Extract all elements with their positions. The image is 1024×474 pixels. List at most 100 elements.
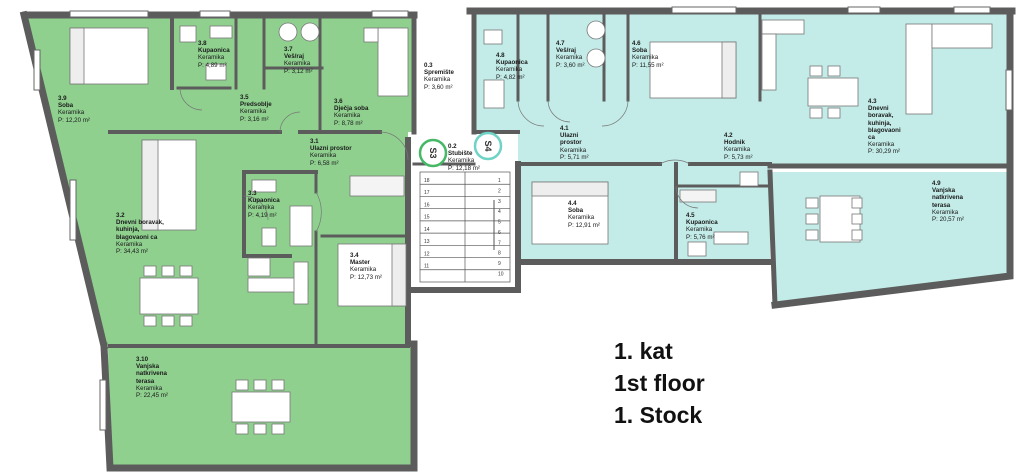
room-number: 4.1 (560, 125, 569, 132)
room-area: P: 4,89 m² (198, 61, 227, 69)
room-area: P: 11,55 m² (632, 61, 664, 69)
room-area: P: 22,45 m² (136, 392, 168, 400)
room-area: P: 20,57 m² (932, 216, 964, 224)
room-name: Vanjska natkrivena terasa (932, 187, 963, 209)
stair-step-number: 13 (424, 239, 430, 245)
room-area: P: 3,60 m² (424, 83, 453, 91)
stair-step-number: 11 (424, 264, 429, 270)
room-name: Ulazni prostor (310, 145, 352, 153)
stair-step-number: 4 (498, 209, 501, 215)
door-swings (179, 87, 699, 233)
furniture (69, 19, 993, 435)
room-area: P: 5,73 m² (724, 153, 753, 161)
room-number: 3.1 (310, 138, 319, 145)
room-name: Hodnik (724, 139, 745, 147)
room-material: Keramika (868, 141, 895, 149)
room-material: Keramika (556, 54, 583, 62)
room-name: Ulazni prostor (560, 132, 582, 147)
room-name: Dnevni boravak, kuhinja, blagovaoni ca (868, 105, 901, 142)
room-area: P: 3,16 m² (240, 115, 269, 123)
stair-marker-s4: S4 (473, 131, 503, 161)
room-name: Dječja soba (334, 105, 369, 113)
common-area-fill (414, 16, 518, 290)
stair-step-number: 18 (424, 178, 430, 184)
room-number: 4.4 (568, 200, 577, 207)
room-area: P: 4,82 m² (496, 73, 525, 81)
room-name: Predsoblje (240, 101, 272, 109)
stair-step-number: 3 (498, 199, 501, 205)
stair-step-number: 6 (498, 230, 501, 236)
stair-step-number: 10 (498, 272, 504, 278)
stair-marker-s4-label: S4 (483, 140, 493, 151)
room-area: P: 12,73 m² (350, 273, 382, 281)
room-material: Keramika (724, 146, 751, 154)
stair-step-number: 8 (498, 251, 501, 257)
stair-step-number: 2 (498, 188, 501, 194)
room-number: 4.5 (686, 212, 695, 219)
room-area: P: 4,19 m² (248, 211, 277, 219)
room-material: Keramika (334, 112, 361, 120)
room-number: 3.2 (116, 212, 125, 219)
room-number: 3.10 (136, 356, 149, 363)
room-material: Keramika (686, 226, 713, 234)
stair-marker-s3-label: S3 (428, 147, 438, 158)
stair-step-number: 15 (424, 215, 430, 221)
stair-marker-s3: S3 (418, 138, 448, 168)
room-number: 4.6 (632, 40, 641, 47)
green-unit-fill (26, 16, 414, 468)
stair-step-number: 17 (424, 190, 430, 196)
stair-step-number: 7 (498, 240, 501, 246)
room-area: P: 34,43 m² (116, 248, 148, 256)
stair-step-number: 16 (424, 202, 430, 208)
room-material: Keramika (350, 266, 377, 274)
room-number: 4.7 (556, 40, 565, 47)
room-name: Kupaonica (248, 197, 280, 205)
room-number: 4.2 (724, 132, 733, 139)
stair-step-number: 14 (424, 227, 430, 233)
room-name: Master (350, 259, 370, 267)
room-number: 0.2 (448, 143, 457, 150)
room-area: P: 12,18 m² (448, 164, 480, 172)
room-material: Keramika (58, 109, 85, 117)
room-number: 4.8 (496, 52, 505, 59)
room-material: Keramika (932, 208, 959, 216)
room-area: P: 6,58 m² (310, 159, 339, 167)
room-name: Kupaonica (686, 219, 718, 227)
room-material: Keramika (248, 204, 275, 212)
room-name: Vanjska natkrivena terasa (136, 363, 167, 385)
room-material: Keramika (284, 60, 311, 68)
room-area: P: 30,29 m² (868, 148, 900, 156)
stair-step-number: 9 (498, 261, 501, 267)
floor-title-de: 1. Stock (614, 402, 703, 428)
room-material: Keramika (424, 76, 451, 84)
room-area: P: 5,71 m² (560, 153, 589, 161)
room-number: 0.3 (424, 62, 433, 69)
staircase (419, 171, 511, 283)
room-material: Keramika (198, 54, 225, 62)
room-name: Kupaonica (496, 59, 528, 67)
room-material: Keramika (496, 66, 523, 74)
room-material: Keramika (568, 214, 595, 222)
room-area: P: 12,91 m² (568, 221, 600, 229)
room-area: P: 8,78 m² (334, 119, 363, 127)
room-name: Kupaonica (198, 47, 230, 55)
room-number: 3.5 (240, 94, 249, 101)
